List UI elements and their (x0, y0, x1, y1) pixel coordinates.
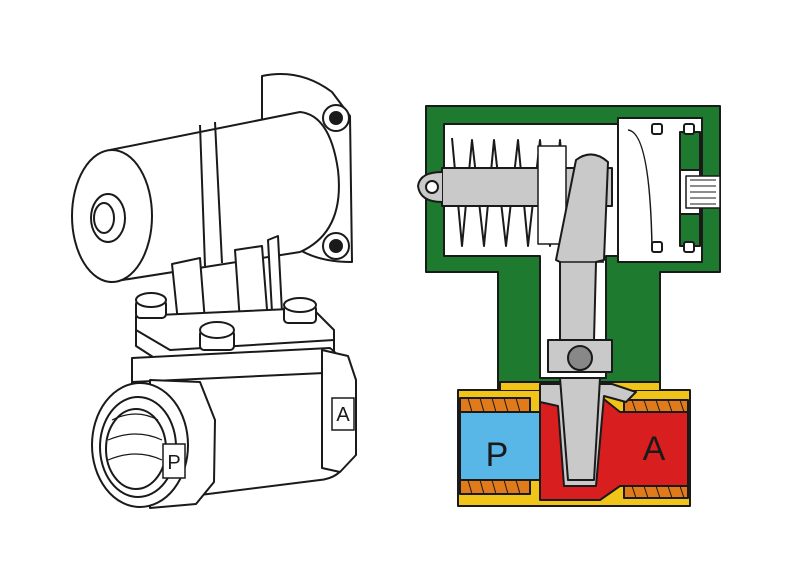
section-port-a-label: A (643, 430, 666, 468)
pivot-pin (567, 345, 593, 371)
bracket-bolt-bottom (322, 232, 350, 260)
bonnet-bolt-2 (283, 297, 317, 324)
external-port-p-label: P (167, 452, 180, 474)
external-valve-view (71, 73, 357, 509)
bonnet-bolt-3 (199, 321, 235, 351)
external-port-p-badge: P (162, 443, 186, 479)
pivot-lever (555, 153, 609, 341)
outlet-threads (623, 399, 689, 499)
cross-section-view (417, 105, 721, 507)
bracket-bolt-top (322, 104, 350, 132)
inlet-threads (459, 397, 531, 495)
section-port-p-label: P (486, 436, 509, 474)
external-port-a-badge: A (331, 397, 355, 431)
solenoid-coil-body (109, 111, 340, 283)
bonnet-bolt-1 (135, 292, 167, 319)
external-port-a-label: A (336, 404, 350, 426)
